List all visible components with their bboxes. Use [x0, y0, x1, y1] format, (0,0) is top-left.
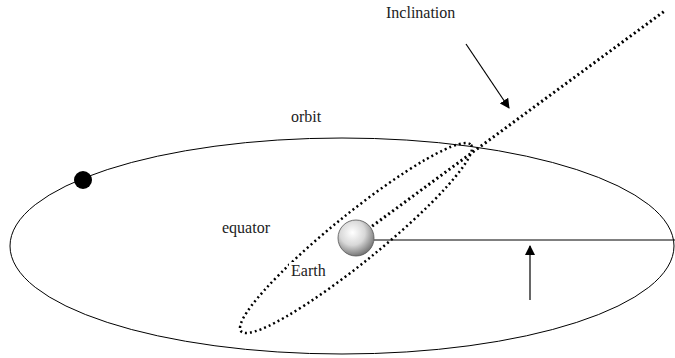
orbit-label: orbit — [289, 108, 323, 126]
satellite-dot — [74, 171, 92, 189]
inclination-line — [356, 10, 666, 238]
earth-sphere — [338, 220, 374, 256]
leader-arrow — [466, 44, 509, 108]
orbit-ellipse — [10, 138, 674, 354]
angle-arrow — [529, 246, 530, 300]
reference-line — [374, 240, 675, 241]
equator-label: equator — [220, 219, 272, 237]
earth-label: Earth — [289, 262, 328, 280]
inclination-label: Inclination — [384, 4, 457, 22]
equator-ellipse — [226, 126, 486, 350]
